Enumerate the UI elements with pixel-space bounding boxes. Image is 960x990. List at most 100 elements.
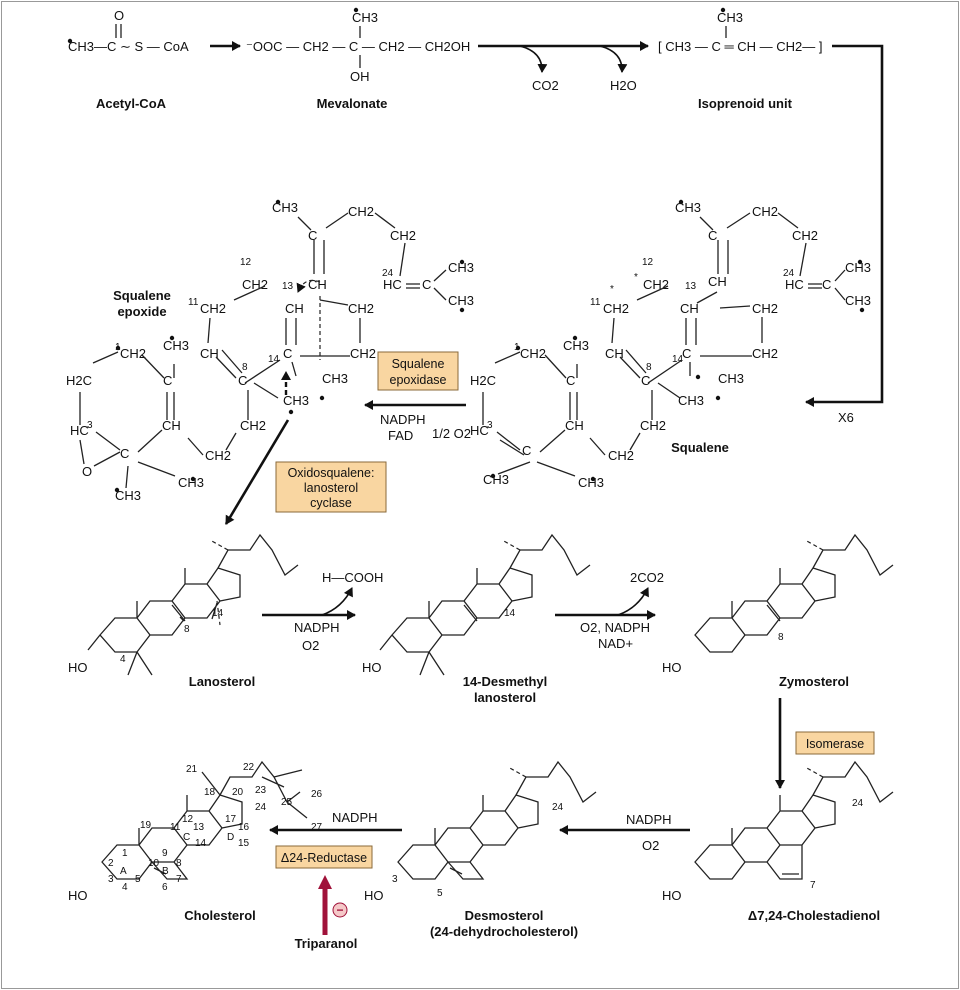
svg-text:7: 7 bbox=[176, 874, 182, 885]
svg-text:O: O bbox=[114, 8, 124, 23]
svg-text:CH3—C ∼ S — CoA: CH3—C ∼ S — CoA bbox=[68, 39, 189, 54]
squalene-epoxidase-label: epoxidase bbox=[390, 373, 447, 387]
svg-text:CH2: CH2 bbox=[640, 418, 666, 433]
cyclase-box bbox=[275, 461, 387, 513]
svg-text:CH3: CH3 bbox=[718, 371, 744, 386]
svg-text:C: C bbox=[238, 373, 247, 388]
cholesterol-numbering: 21 22 18 23 20 24 25 26 27 12 17 19 11 1… bbox=[108, 762, 323, 893]
svg-text:12: 12 bbox=[182, 814, 194, 825]
squalene-label: Squalene bbox=[671, 440, 729, 455]
svg-text:O: O bbox=[82, 464, 92, 479]
desmethyl-o2-nadph: O2, NADPH bbox=[580, 620, 650, 635]
inhibition-badge bbox=[332, 902, 348, 918]
svg-text:11: 11 bbox=[170, 822, 181, 833]
desmosterol-ho: HO bbox=[364, 888, 384, 903]
svg-text:11: 11 bbox=[188, 297, 199, 308]
svg-text:CH2: CH2 bbox=[200, 301, 226, 316]
svg-text:CH3: CH3 bbox=[283, 393, 309, 408]
nad-plus: NAD+ bbox=[598, 636, 633, 651]
svg-text:14: 14 bbox=[268, 354, 280, 365]
svg-text:CH2: CH2 bbox=[608, 448, 634, 463]
cyclase-label: cyclase bbox=[310, 496, 352, 510]
desmethyl-c14: 14 bbox=[504, 608, 516, 619]
fad-cofactor: FAD bbox=[388, 428, 413, 443]
zymosterol-c8: 8 bbox=[778, 632, 784, 643]
svg-text:CH2: CH2 bbox=[350, 346, 376, 361]
svg-text:D: D bbox=[227, 832, 234, 843]
formate-label: H—COOH bbox=[322, 570, 383, 585]
svg-text:CH3: CH3 bbox=[483, 472, 509, 487]
acetyl-coa-label: Acetyl-CoA bbox=[96, 96, 167, 111]
chol-nadph: NADPH bbox=[626, 812, 672, 827]
mevalonate-label: Mevalonate bbox=[317, 96, 388, 111]
svg-text:C: C bbox=[283, 346, 292, 361]
svg-text:CH3: CH3 bbox=[563, 338, 589, 353]
desmosterol-c3: 3 bbox=[392, 874, 398, 885]
svg-text:⁻OOC — CH2 — C — CH2 — CH2OH: ⁻OOC — CH2 — C — CH2 — CH2OH bbox=[246, 39, 470, 54]
svg-text:CH3: CH3 bbox=[352, 10, 378, 25]
svg-text:CH2: CH2 bbox=[643, 277, 669, 292]
svg-text:18: 18 bbox=[204, 787, 216, 798]
isomerase-box bbox=[795, 731, 875, 755]
desmethyl-label: 14-Desmethyl bbox=[463, 674, 548, 689]
svg-text:10: 10 bbox=[148, 858, 160, 869]
svg-text:CH2: CH2 bbox=[205, 448, 231, 463]
x6-label: X6 bbox=[838, 410, 854, 425]
svg-text:16: 16 bbox=[238, 822, 250, 833]
svg-text:CH3: CH3 bbox=[448, 293, 474, 308]
reductase-label: Δ24-Reductase bbox=[281, 851, 367, 865]
svg-text:4: 4 bbox=[122, 882, 128, 893]
svg-text:CH: CH bbox=[285, 301, 304, 316]
lanosterol-o2: O2 bbox=[302, 638, 319, 653]
cyclase-label: Oxidosqualene: bbox=[288, 466, 375, 480]
svg-text:CH3: CH3 bbox=[178, 475, 204, 490]
acetyl-coa-structure: O CH3—C ∼ S — CoA bbox=[67, 8, 189, 54]
svg-text:C: C bbox=[120, 446, 129, 461]
arrow-isoprenoid-to-squalene bbox=[805, 44, 884, 407]
cholestadienol-label: Δ7,24-Cholestadienol bbox=[748, 908, 880, 923]
cyclase-label: lanosterol bbox=[304, 481, 358, 495]
svg-text:CH: CH bbox=[605, 346, 624, 361]
svg-text:H2C: H2C bbox=[470, 373, 496, 388]
svg-text:24: 24 bbox=[382, 268, 394, 279]
svg-text:CH3: CH3 bbox=[845, 293, 871, 308]
svg-text:27: 27 bbox=[311, 822, 323, 833]
h2o-release-arrow bbox=[599, 45, 628, 73]
svg-text:C: C bbox=[422, 277, 431, 292]
desmethyl-label: lanosterol bbox=[474, 690, 536, 705]
arrow-epoxide-to-lanosterol bbox=[224, 419, 290, 525]
svg-text:CH2: CH2 bbox=[792, 228, 818, 243]
lanosterol-label: Lanosterol bbox=[189, 674, 255, 689]
isomerase-label: Isomerase bbox=[806, 737, 864, 751]
lanosterol-ho: HO bbox=[68, 660, 88, 675]
desmosterol-label: (24-dehydrocholesterol) bbox=[430, 924, 578, 939]
svg-text:B: B bbox=[162, 866, 169, 877]
svg-text:*: * bbox=[610, 284, 614, 295]
desmosterol-c5: 5 bbox=[437, 888, 443, 899]
cholesterol-label: Cholesterol bbox=[184, 908, 256, 923]
svg-text:CH2: CH2 bbox=[752, 346, 778, 361]
svg-text:CH3: CH3 bbox=[115, 488, 141, 503]
svg-text:HC: HC bbox=[70, 423, 89, 438]
svg-text:CH2: CH2 bbox=[752, 204, 778, 219]
formate-release-arrow bbox=[321, 587, 353, 616]
co2-label: CO2 bbox=[532, 78, 559, 93]
reductase-nadph: NADPH bbox=[332, 810, 378, 825]
squalene-epoxide-structure: CH3 CH2 CH2 C 24 HC C CH3 CH3 12 CH2 13 … bbox=[66, 199, 474, 503]
zymosterol-ho: HO bbox=[662, 660, 682, 675]
svg-text:CH2: CH2 bbox=[603, 301, 629, 316]
reductase-box bbox=[275, 845, 373, 869]
svg-text:CH3: CH3 bbox=[163, 338, 189, 353]
desmosterol-c24: 24 bbox=[552, 802, 564, 813]
svg-text:8: 8 bbox=[242, 362, 248, 373]
svg-text:CH2: CH2 bbox=[752, 301, 778, 316]
svg-text:C: C bbox=[822, 277, 831, 292]
svg-text:CH3: CH3 bbox=[448, 260, 474, 275]
co2-release-arrow-2 bbox=[617, 587, 649, 616]
svg-text:CH2: CH2 bbox=[120, 346, 146, 361]
svg-text:5: 5 bbox=[135, 874, 141, 885]
svg-text:CH: CH bbox=[308, 277, 327, 292]
svg-text:HC: HC bbox=[383, 277, 402, 292]
